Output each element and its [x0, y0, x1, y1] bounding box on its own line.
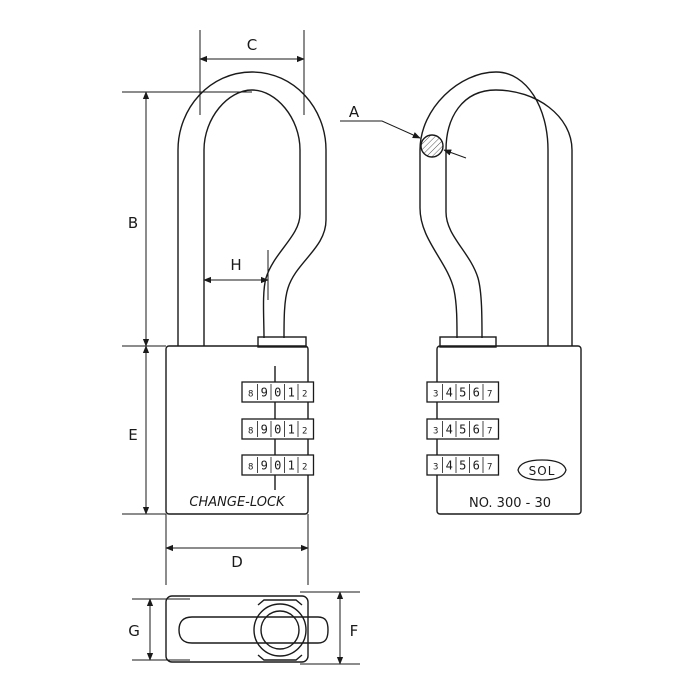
back-wheel-digit: 7: [487, 390, 492, 400]
front-wheel-digit: 8: [248, 463, 253, 473]
front-shackle-outer: [177, 71, 327, 346]
back-wheel-digit: 7: [487, 427, 492, 437]
back-wheel-digit: 7: [487, 463, 492, 473]
front-wheel-digit: 2: [302, 390, 307, 400]
dim-label-g: G: [128, 622, 140, 640]
bottom-view: [165, 595, 329, 663]
front-body-label: CHANGE-LOCK: [189, 495, 286, 510]
dim-label-h: H: [230, 256, 241, 274]
front-wheel-frame: [241, 381, 315, 403]
back-wheel-frame: [426, 454, 500, 476]
front-wheel-digit: 8: [248, 390, 253, 400]
back-wheel-digit: 5: [459, 459, 466, 473]
front-wheel-digit: 9: [261, 459, 268, 473]
back-shackle-outer: [419, 71, 549, 346]
back-wheel-frame: [426, 418, 500, 440]
bottom-hub-bottom-tab: [257, 654, 303, 661]
bottom-shackle-slot: [178, 616, 329, 644]
back-wheel-digit: 6: [473, 423, 480, 437]
back-wheel-digit: 3: [433, 390, 438, 400]
back-shackle-collar: [439, 336, 497, 348]
back-view: [419, 71, 582, 515]
back-wheel-digit: 4: [446, 386, 453, 400]
back-wheel-digit: 3: [433, 463, 438, 473]
dim-label-f: F: [350, 622, 359, 640]
front-wheel-digit: 2: [302, 463, 307, 473]
back-wheel-digit: 6: [473, 459, 480, 473]
front-wheel-frame: [241, 454, 315, 476]
bottom-hub-top-tab: [257, 599, 303, 606]
front-view: [165, 71, 327, 515]
front-shackle-collar: [257, 336, 307, 348]
back-wheel-digit: 4: [446, 459, 453, 473]
front-wheel-digit: 0: [274, 459, 281, 473]
back-wheel-digit: 5: [459, 386, 466, 400]
bottom-hub-outer: [253, 603, 307, 657]
back-wheel-digit: 3: [433, 427, 438, 437]
front-wheel-digit: 0: [274, 423, 281, 437]
back-wheel-digit: 4: [446, 423, 453, 437]
dim-label-d: D: [231, 553, 243, 571]
front-wheel-digit: 1: [288, 423, 295, 437]
front-wheel-digit: 1: [288, 459, 295, 473]
brand-badge: SOL: [517, 459, 567, 481]
dimension-lines: [122, 30, 467, 665]
dim-label-b: B: [128, 214, 138, 232]
dim-label-c: C: [247, 36, 257, 54]
front-shackle-inner: [203, 89, 301, 346]
front-wheel-digit: 8: [248, 427, 253, 437]
front-wheel-digit: 1: [288, 386, 295, 400]
dim-label-e: E: [128, 426, 137, 444]
dim-label-a: A: [349, 103, 360, 121]
model-number: NO. 300 - 30: [469, 496, 551, 511]
shackle-section-circle: [420, 134, 444, 158]
front-wheel-digit: 0: [274, 386, 281, 400]
bottom-body-outline: [165, 595, 309, 663]
back-wheel-digit: 5: [459, 423, 466, 437]
brand-badge-text: SOL: [529, 464, 556, 478]
front-wheel-digit: 9: [261, 386, 268, 400]
front-wheel-frame: [241, 418, 315, 440]
bottom-hub-inner: [260, 610, 300, 650]
front-wheel-digit: 9: [261, 423, 268, 437]
back-shackle-inner: [445, 89, 573, 346]
front-wheel-digit: 2: [302, 427, 307, 437]
back-wheel-digit: 6: [473, 386, 480, 400]
back-wheel-frame: [426, 381, 500, 403]
